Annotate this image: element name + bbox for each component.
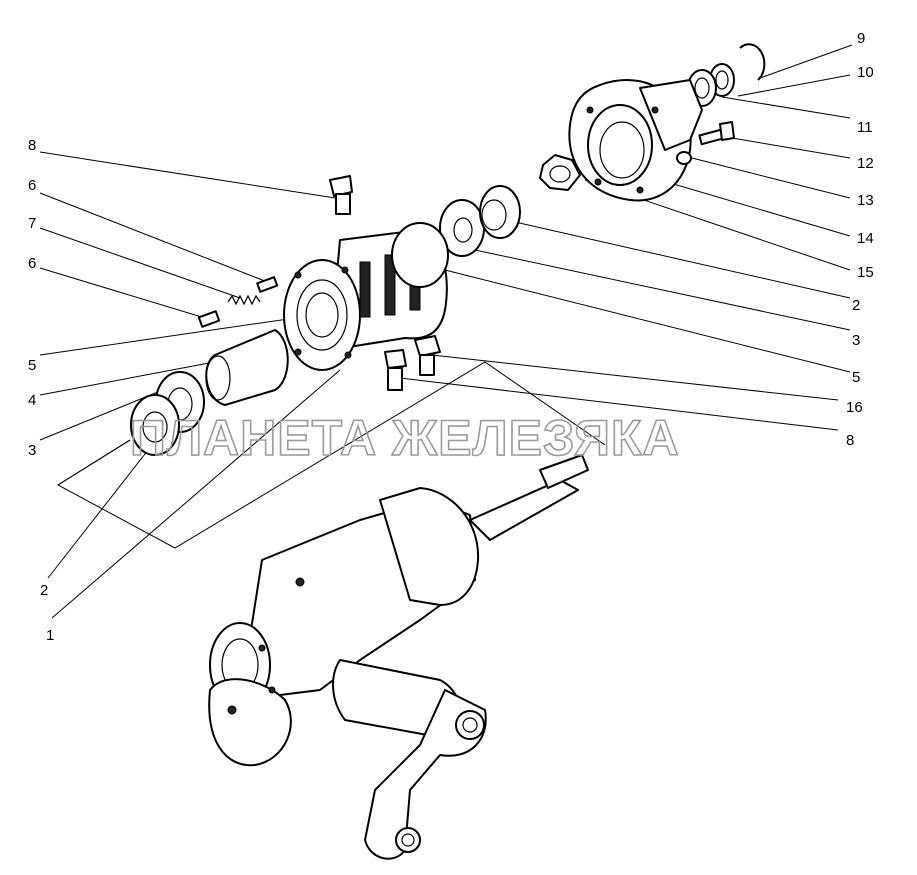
part-6-pin-lower: [197, 310, 221, 328]
part-2-bearing-left: [130, 394, 180, 456]
callout-3-left: 3: [28, 442, 36, 459]
callout-1: 1: [46, 627, 54, 644]
part-4-ball-nut: [205, 329, 289, 406]
part-8-plug-top: [329, 175, 353, 215]
callout-12: 12: [857, 155, 874, 172]
part-9-snap-ring: [739, 43, 766, 81]
callout-2-left: 2: [40, 582, 48, 599]
callout-2-right: 2: [852, 297, 860, 314]
callout-5-right: 5: [852, 369, 860, 386]
part-15-cover-flange: [568, 79, 703, 202]
callout-4: 4: [28, 392, 36, 409]
steering-gear-assembly: [208, 454, 589, 860]
callout-5-left: 5: [28, 357, 36, 374]
callout-16: 16: [846, 399, 863, 416]
callout-11: 11: [857, 119, 873, 136]
part-13-washer: [676, 151, 692, 165]
callout-3-right: 3: [852, 332, 860, 349]
part-16-fitting: [414, 335, 441, 376]
leader-lines: [39, 44, 853, 619]
callout-6-lower: 6: [28, 255, 36, 272]
callout-15: 15: [857, 264, 874, 281]
callout-6-upper: 6: [28, 177, 36, 194]
callout-labels: 9 10 11 12 13 14 15 2 3 5 16 8 8 6 7 6 5…: [28, 30, 874, 644]
part-8-plug-bottom: [384, 349, 407, 391]
part-2-bearing-right: [479, 185, 521, 239]
callout-8-right: 8: [846, 432, 854, 449]
part-6-pin-upper: [256, 276, 279, 293]
callout-9: 9: [857, 30, 865, 47]
part-14-nut: [539, 154, 581, 191]
callout-14: 14: [857, 230, 874, 247]
part-5-gasket-right: [391, 222, 449, 288]
part-7-spring: [227, 294, 261, 306]
callout-13: 13: [857, 192, 874, 209]
callout-10: 10: [857, 64, 874, 81]
watermark: ПЛАНЕТА ЖЕЛЕЗЯКА: [130, 410, 680, 466]
callout-7: 7: [28, 215, 36, 232]
part-3-seal-right: [439, 199, 485, 257]
part-12-bolt: [698, 121, 735, 146]
callout-8-left: 8: [28, 137, 36, 154]
